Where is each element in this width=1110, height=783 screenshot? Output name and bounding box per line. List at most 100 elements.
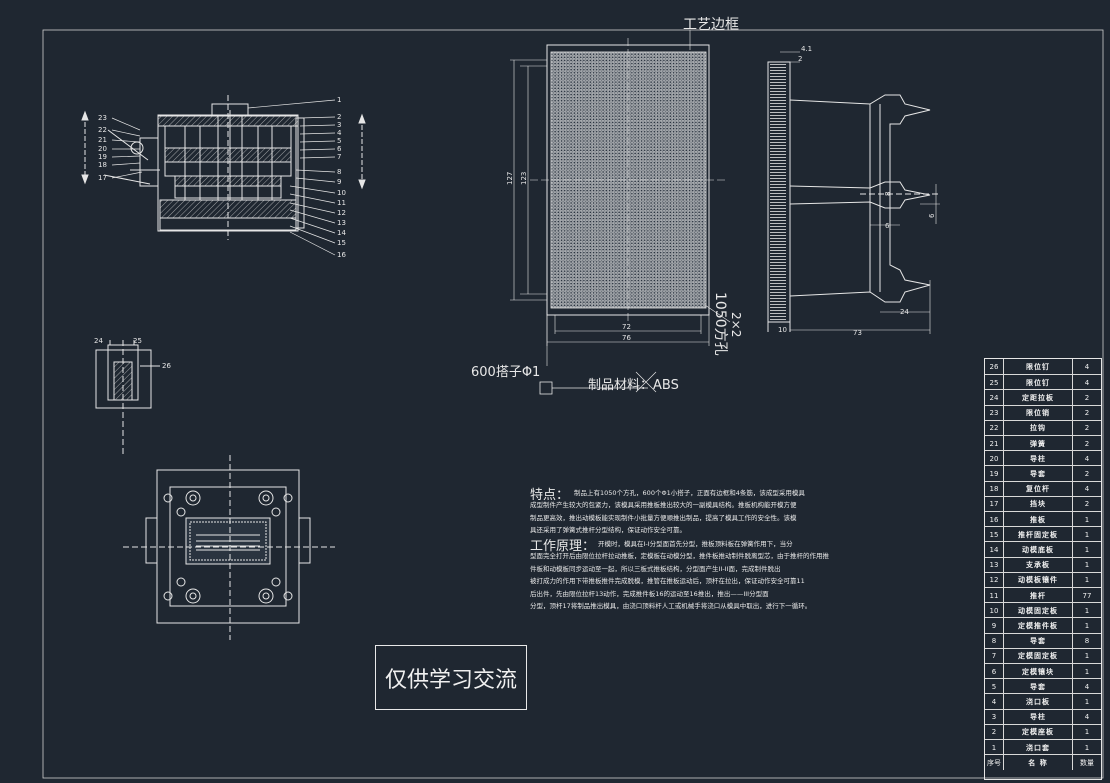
bom-cell-no: 13 bbox=[985, 557, 1004, 573]
dim-height-outer: 127 bbox=[506, 172, 514, 185]
dim-width-inner: 72 bbox=[622, 323, 631, 331]
dim-side-d6: 8 bbox=[884, 192, 892, 196]
bom-cell-qty: 1 bbox=[1084, 667, 1090, 676]
bom-cell-name: 弹簧 bbox=[1004, 436, 1073, 452]
bom-cell-name: 导套 bbox=[1004, 466, 1073, 482]
bom-cell-qty: 1 bbox=[1084, 606, 1090, 615]
bom-cell-no: 1 bbox=[985, 740, 1004, 756]
material-label: 制品材料：ABS bbox=[588, 378, 679, 393]
bom-cell-name: 导套 bbox=[1004, 679, 1073, 695]
part-no-11: 11 bbox=[337, 199, 346, 207]
principle-line: 后出件，先由限位拉杆13动作，完成推件板16的运动至16推出，推出——III分型… bbox=[530, 589, 769, 598]
pin-label: 600搭子Φ1 bbox=[471, 365, 541, 380]
bom-header-qty: 数量 bbox=[1080, 758, 1094, 767]
bom-cell-name: 定模固定板 bbox=[1004, 648, 1073, 664]
dim-width-outer: 76 bbox=[622, 334, 631, 342]
bom-cell-name: 导套 bbox=[1004, 633, 1073, 649]
bom-cell-qty: 1 bbox=[1084, 530, 1090, 539]
dim-side-width: 73 bbox=[853, 329, 862, 337]
hole-size-label: 2×2 bbox=[729, 312, 743, 338]
bom-cell-name: 浇口套 bbox=[1004, 740, 1073, 756]
mould-assembly-section bbox=[81, 95, 366, 240]
bom-cell-qty: 4 bbox=[1084, 485, 1090, 494]
part-no-24: 24 bbox=[94, 337, 103, 345]
product-side-section bbox=[767, 51, 940, 334]
bom-cell-name: 拉钩 bbox=[1004, 420, 1073, 436]
bom-cell-no: 2 bbox=[985, 724, 1004, 740]
principle-title: 工作原理： bbox=[530, 539, 596, 554]
bom-cell-qty: 1 bbox=[1084, 621, 1090, 630]
bom-cell-qty: 2 bbox=[1084, 439, 1090, 448]
principle-text-cont: 型面完全打开后由限位拉杆拉动推板，定模板在动模分型，推件板推动制件脱离型芯，由于… bbox=[530, 550, 829, 613]
part-no-19: 19 bbox=[98, 153, 107, 161]
bom-cell-no: 8 bbox=[985, 633, 1004, 649]
bom-cell-qty: 2 bbox=[1084, 409, 1090, 418]
bom-cell-no: 18 bbox=[985, 481, 1004, 497]
front-dimensions: 127 123 72 76 bbox=[506, 172, 631, 342]
bom-cell-qty: 8 bbox=[1084, 637, 1090, 646]
bom-cell-name: 推杆固定板 bbox=[1004, 527, 1073, 543]
principle-line: 件板和动模板同步运动至一起，所以三板式推板结构，分型面产生II-II面，完成制件… bbox=[530, 564, 781, 573]
bom-cell-no: 16 bbox=[985, 512, 1004, 528]
bom-cell-no: 7 bbox=[985, 648, 1004, 664]
bom-cell-no: 25 bbox=[985, 375, 1004, 391]
bom-cell-name: 限位钉 bbox=[1004, 375, 1073, 391]
bom-cell-qty: 77 bbox=[1082, 591, 1092, 600]
bom-cell-qty: 1 bbox=[1084, 652, 1090, 661]
part-no-25: 25 bbox=[133, 337, 142, 345]
bom-cell-qty: 1 bbox=[1084, 697, 1090, 706]
bom-cell-qty: 2 bbox=[1084, 469, 1090, 478]
part-no-18: 18 bbox=[98, 161, 107, 169]
bom-cell-no: 23 bbox=[985, 405, 1004, 421]
bom-cell-no: 10 bbox=[985, 603, 1004, 619]
bom-cell-no: 15 bbox=[985, 527, 1004, 543]
feature-text-cont: 成型制件产生较大的包紧力，该模具采用推板推出较大的一副模具结构。推板机构能开模方… bbox=[530, 499, 797, 537]
bom-cell-no: 17 bbox=[985, 496, 1004, 512]
part-no-5: 5 bbox=[337, 137, 341, 145]
part-no-23: 23 bbox=[98, 114, 107, 122]
principle-text: 开模时，模具在I-I分型面首先分型，推板顶料板在弹簧作用下，当分 bbox=[598, 538, 793, 551]
bom-cell-qty: 2 bbox=[1084, 500, 1090, 509]
bom-cell-qty: 4 bbox=[1084, 713, 1090, 722]
part-no-10: 10 bbox=[337, 189, 346, 197]
feature-title: 特点： bbox=[530, 488, 570, 503]
feature-text: 制品上有1050个方孔，600个Φ1小搭子，正面有边框和4条筋，该成型采用模具 bbox=[574, 487, 805, 500]
part-no-2: 2 bbox=[337, 113, 341, 121]
dim-side-d5: 6 bbox=[885, 222, 890, 230]
dim-side-d4: 10 bbox=[778, 326, 787, 334]
detail-view bbox=[95, 340, 160, 455]
dim-side-d5b: 6 bbox=[928, 213, 936, 218]
bom-header-name: 名 称 bbox=[1004, 755, 1073, 771]
bom-cell-name: 定距拉板 bbox=[1004, 390, 1073, 406]
side-dimensions: 4.1 2 73 24 10 6 8 6 bbox=[778, 45, 936, 337]
part-no-1: 1 bbox=[337, 96, 341, 104]
bom-cell-name: 动模板镶件 bbox=[1004, 572, 1073, 588]
mould-plan-view bbox=[123, 455, 335, 640]
bom-cell-name: 推板 bbox=[1004, 512, 1073, 528]
bom-cell-no: 14 bbox=[985, 542, 1004, 558]
bom-cell-qty: 1 bbox=[1084, 561, 1090, 570]
principle-line: 型面完全打开后由限位拉杆拉动推板，定模板在动模分型，推件板推动制件脱离型芯，由于… bbox=[530, 552, 829, 560]
bom-cell-qty: 4 bbox=[1084, 682, 1090, 691]
bom-cell-name: 动模底板 bbox=[1004, 542, 1073, 558]
bom-cell-qty: 4 bbox=[1084, 362, 1090, 371]
product-front-view bbox=[510, 30, 731, 395]
bom-cell-name: 动模固定板 bbox=[1004, 603, 1073, 619]
feature-line: 制品上有1050个方孔，600个Φ1小搭子，正面有边框和4条筋，该成型采用模具 bbox=[574, 489, 805, 497]
